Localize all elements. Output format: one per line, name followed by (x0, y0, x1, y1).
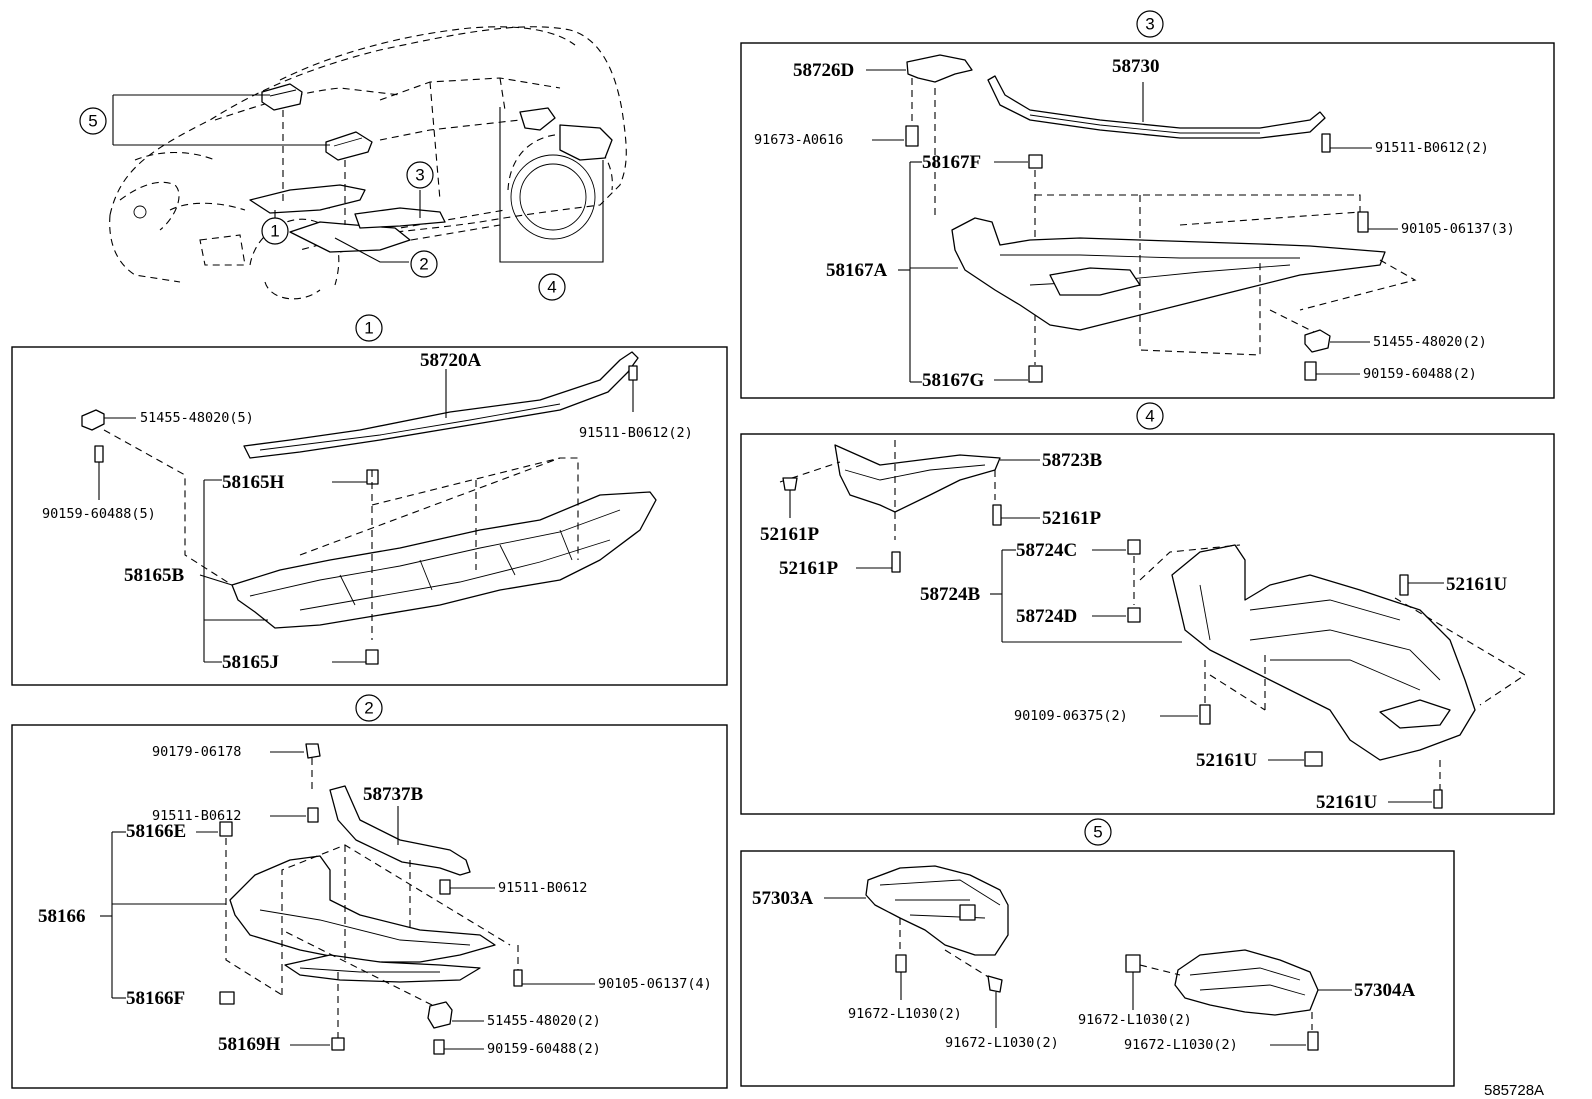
section-5-panel: 5 57303A 91672-L1030(2) 91672-L1030(2) 5… (740, 818, 1455, 1087)
part-52161P-a[interactable]: 52161P (760, 524, 820, 545)
section-2-callout (355, 694, 383, 722)
part-52161U-a[interactable]: 52161U (1446, 574, 1508, 595)
part-91673-A0616[interactable]: 91673-A0616 (754, 132, 843, 148)
part-90105-06137-s2[interactable]: 90105-06137(4) (598, 976, 712, 992)
section-2-callout-label: 2 (364, 699, 373, 718)
callout-2 (410, 250, 438, 278)
part-57304A[interactable]: 57304A (1354, 980, 1416, 1001)
part-58169H[interactable]: 58169H (218, 1034, 281, 1055)
part-57303A[interactable]: 57303A (752, 888, 814, 909)
callout-3-label: 3 (415, 166, 424, 185)
part-91511-B0612-s1[interactable]: 91511-B0612(2) (579, 425, 693, 441)
callout-4 (538, 273, 566, 301)
diagram-reference-number: 585728A (1484, 1082, 1544, 1099)
part-58166[interactable]: 58166 (38, 906, 86, 927)
part-90159-60488-s1[interactable]: 90159-60488(5) (42, 506, 156, 522)
part-91672-L1030-b[interactable]: 91672-L1030(2) (945, 1035, 1059, 1051)
callout-5-label: 5 (88, 112, 97, 131)
part-58165J[interactable]: 58165J (222, 652, 279, 673)
section-4-panel: 4 58723B 52161P 52161P 52161P 58724C 587… (740, 402, 1555, 815)
part-58167G[interactable]: 58167G (922, 370, 985, 391)
part-91672-L1030-d[interactable]: 91672-L1030(2) (1124, 1037, 1238, 1053)
part-58720A[interactable]: 58720A (420, 350, 482, 371)
callout-1 (261, 217, 289, 245)
callout-2-label: 2 (419, 255, 428, 274)
part-51455-48020-s3[interactable]: 51455-48020(2) (1373, 334, 1487, 350)
section-1-panel: 1 58720A 91511-B0612(2) 51455-48020(5) 9… (11, 314, 728, 686)
part-58724C[interactable]: 58724C (1016, 540, 1077, 561)
section-1-callout-label: 1 (364, 319, 373, 338)
section-5-callout-label: 5 (1093, 823, 1102, 842)
part-58167A[interactable]: 58167A (826, 260, 888, 281)
part-51455-48020-s1[interactable]: 51455-48020(5) (140, 410, 254, 426)
part-91672-L1030-c[interactable]: 91672-L1030(2) (1078, 1012, 1192, 1028)
part-90179-06178[interactable]: 90179-06178 (152, 744, 241, 760)
part-90105-06137-s3[interactable]: 90105-06137(3) (1401, 221, 1515, 237)
section-4-callout-label: 4 (1145, 407, 1154, 426)
section-5-callout (1084, 818, 1112, 846)
callout-3 (406, 161, 434, 189)
section-3-panel: 3 58726D 58730 91673-A0616 91511-B0612(2… (740, 10, 1555, 399)
part-90109-06375[interactable]: 90109-06375(2) (1014, 708, 1128, 724)
section-2-panel: 2 90179-06178 91511-B0612 58737B 91511-B… (11, 694, 728, 1089)
section-4-callout (1136, 402, 1164, 430)
section-3-callout (1136, 10, 1164, 38)
section-3-callout-label: 3 (1145, 15, 1154, 34)
part-58166F[interactable]: 58166F (126, 988, 185, 1009)
part-52161P-c[interactable]: 52161P (779, 558, 839, 579)
part-58165H[interactable]: 58165H (222, 472, 285, 493)
part-90159-60488-s2[interactable]: 90159-60488(2) (487, 1041, 601, 1057)
vehicle-overview: 5 3 1 2 4 (79, 26, 627, 301)
part-58730[interactable]: 58730 (1112, 56, 1160, 77)
part-58167F[interactable]: 58167F (922, 152, 981, 173)
part-52161U-c[interactable]: 52161U (1316, 792, 1378, 813)
part-58726D[interactable]: 58726D (793, 60, 854, 81)
callout-1-label: 1 (270, 222, 279, 241)
part-90159-60488-s3[interactable]: 90159-60488(2) (1363, 366, 1477, 382)
part-58723B[interactable]: 58723B (1042, 450, 1103, 471)
part-58737B[interactable]: 58737B (363, 784, 424, 805)
part-52161P-b[interactable]: 52161P (1042, 508, 1102, 529)
part-91511-B0612-s2b[interactable]: 91511-B0612 (498, 880, 587, 896)
part-52161U-b[interactable]: 52161U (1196, 750, 1258, 771)
part-58724B[interactable]: 58724B (920, 584, 981, 605)
section-1-callout (355, 314, 383, 342)
callout-4-label: 4 (547, 278, 556, 297)
part-91511-B0612-s2a[interactable]: 91511-B0612 (152, 808, 241, 824)
callout-5 (79, 107, 107, 135)
part-58166E[interactable]: 58166E (126, 821, 186, 842)
part-58724D[interactable]: 58724D (1016, 606, 1077, 627)
part-58165B[interactable]: 58165B (124, 565, 185, 586)
part-91511-B0612-s3[interactable]: 91511-B0612(2) (1375, 140, 1489, 156)
part-91672-L1030-a[interactable]: 91672-L1030(2) (848, 1006, 962, 1022)
part-51455-48020-s2[interactable]: 51455-48020(2) (487, 1013, 601, 1029)
